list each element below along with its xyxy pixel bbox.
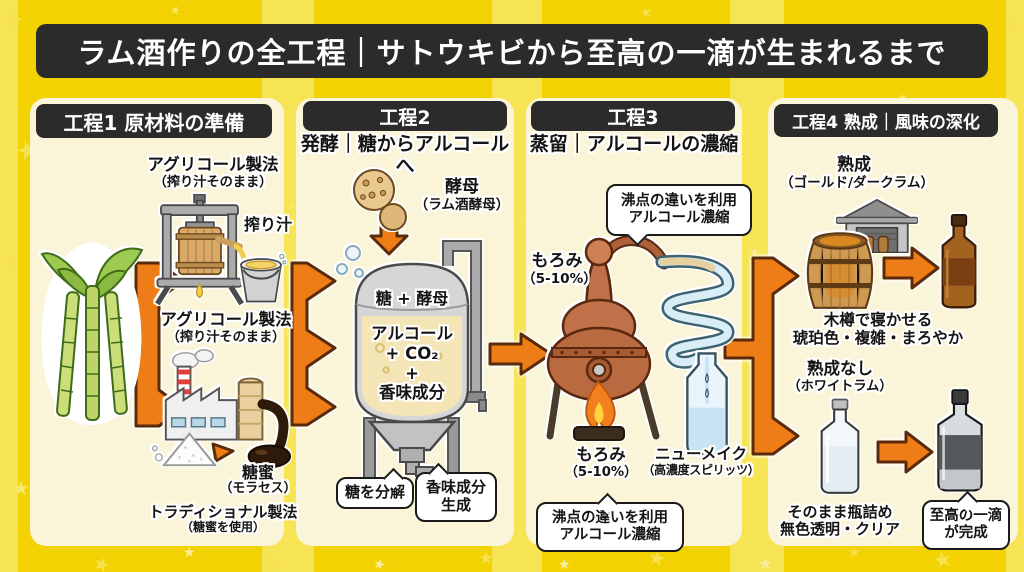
new-make-liquid — [689, 407, 725, 453]
label-moromi-bottom: もろみ （5-10%） — [564, 445, 638, 480]
label-agricole-mid: アグリコール製法 （搾り汁そのまま） — [160, 310, 292, 345]
burner — [573, 426, 625, 441]
star-decoration: ★ — [12, 476, 30, 500]
flame-icon — [585, 380, 616, 430]
stage2-subtitle: 発酵｜糖からアルコールへ — [300, 133, 510, 177]
label-molasses: 糖蜜 （モラセス） — [219, 463, 297, 497]
star-decoration: ★ — [6, 8, 24, 32]
bubble-distillation-bottom: 沸点の違いを利用 アルコール濃縮 — [536, 492, 684, 552]
finished-rum-bottle-illustration — [928, 384, 992, 500]
pot-still-illustration — [546, 230, 746, 452]
star-decoration: ★ — [288, 202, 297, 213]
still-porthole — [592, 363, 606, 377]
stage2-header: 工程2 — [303, 101, 507, 131]
finished-rum-label-band — [938, 435, 982, 470]
stage1-header: 工程1 原材料の準備 — [36, 104, 272, 138]
page-title: ラム酒作りの全工程｜サトウキビから至高の一滴が生まれるまで — [36, 24, 988, 78]
tank-cone — [367, 420, 457, 452]
star-decoration: ★ — [478, 548, 495, 569]
star-decoration: ★ — [758, 554, 773, 572]
juice-press-illustration — [152, 194, 247, 306]
label-aged: 熟成 （ゴールド/ダークラム） — [780, 155, 935, 191]
label-traditional: トラディショナル製法 （糖蜜を使用） — [148, 503, 298, 535]
barrel-liquid-surface — [819, 235, 861, 247]
juice-drop — [195, 282, 204, 299]
tank-input-text: 糖 + 酵母 — [375, 289, 449, 308]
stage3-header: 工程3 — [531, 101, 735, 131]
label-bottling: そのまま瓶詰め 無色透明・クリア — [779, 503, 900, 539]
arrow-distillation-split — [723, 256, 800, 456]
background-stripe — [0, 0, 18, 572]
bubble-distillation-top: 沸点の違いを利用 アルコール濃縮 — [606, 184, 752, 246]
factory-building — [164, 386, 238, 441]
bubble-supreme-drop: 至高の一滴 が完成 — [922, 490, 1010, 550]
bubble-flavor-generation: 香味成分 生成 — [415, 462, 497, 522]
star-decoration: ★ — [746, 459, 757, 473]
star-decoration: ★ — [183, 545, 196, 561]
still-cap — [584, 237, 614, 267]
label-juice: 搾り汁 — [243, 215, 292, 234]
fermentation-tank-illustration — [336, 236, 488, 494]
label-agricole-top: アグリコール製法 （搾り汁そのまま） — [147, 155, 279, 190]
label-barrel-note: 木樽で寝かせる 琥珀色・複雑・まろやか — [792, 311, 964, 347]
label-moromi-input: もろみ （5-10%） — [522, 251, 597, 287]
tank-liquid — [362, 316, 462, 416]
arrow-sugar-to-molasses — [211, 442, 235, 463]
oak-barrel-illustration — [804, 230, 876, 312]
label-new-make: ニューメイク （高濃度スピリッツ） — [642, 445, 760, 477]
sugarcane-illustration — [36, 238, 148, 428]
arrow-white-to-finished-bottle — [876, 430, 934, 474]
white-rum-bottle-illustration — [810, 394, 870, 500]
yeast-illustration — [350, 168, 408, 232]
label-unaged: 熟成なし （ホワイトラム） — [787, 359, 893, 394]
sugar-pile — [161, 432, 218, 467]
sugarcane-stalks — [40, 247, 144, 421]
barrel-rum — [826, 259, 854, 298]
arrow-barrel-to-dark-bottle — [882, 246, 940, 290]
tank-product-text: アルコール + CO₂ + 香味成分 — [370, 324, 453, 403]
bubble-sugar-breakdown: 糖を分解 — [336, 467, 414, 509]
sugar-factory-illustration — [152, 348, 292, 470]
star-decoration: ★ — [558, 557, 571, 572]
condenser-coil — [658, 257, 733, 367]
stage4-header: 工程4 熟成｜風味の深化 — [774, 104, 998, 137]
tank-bubbles — [336, 245, 364, 278]
white-rum-liquid — [823, 446, 857, 492]
dark-rum-bottle-illustration — [930, 210, 988, 314]
label-yeast: 酵母 （ラム酒酵母） — [414, 177, 510, 213]
arrow-fermentation-to-distillation — [488, 332, 553, 376]
star-decoration: ★ — [750, 247, 759, 258]
juice-bucket-illustration — [236, 249, 286, 309]
stage3-subtitle: 蒸留｜アルコールの濃縮 — [529, 133, 739, 155]
star-decoration: ★ — [516, 212, 525, 223]
new-make-bottle-illustration — [678, 348, 736, 458]
star-decoration: ★ — [848, 545, 861, 561]
arrow-to-fermentation — [290, 261, 337, 427]
